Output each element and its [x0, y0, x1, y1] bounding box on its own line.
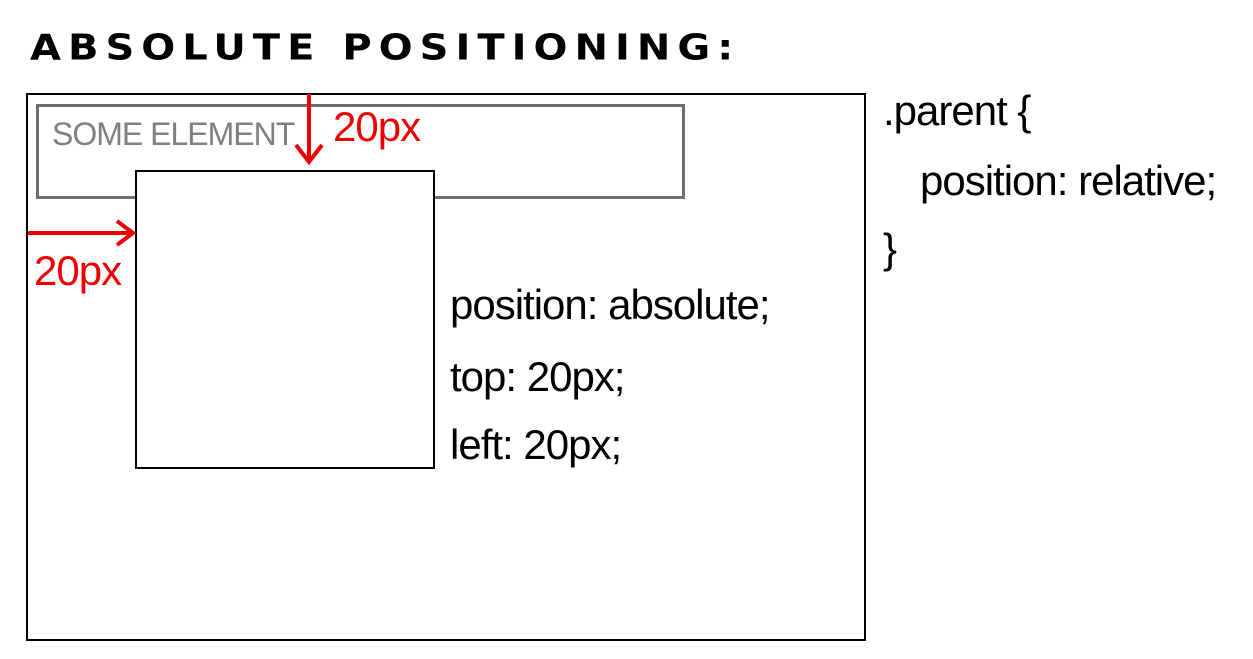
left-offset-label: 20px: [34, 247, 122, 294]
top-offset-arrow-icon: [294, 94, 324, 166]
diagram-title: ABSOLUTE POSITIONING:: [30, 27, 741, 69]
parent-css-close-brace: }: [883, 225, 897, 272]
top-offset-label: 20px: [333, 103, 421, 150]
child-css-position: position: absolute;: [450, 281, 771, 328]
child-css-top: top: 20px;: [450, 353, 625, 400]
parent-css-position: position: relative;: [920, 157, 1217, 204]
some-element-label: SOME ELEMENT: [52, 116, 295, 152]
parent-container-box: [26, 93, 866, 641]
absolute-child-box: [135, 170, 435, 469]
left-offset-arrow-icon: [28, 219, 137, 247]
child-css-left: left: 20px;: [450, 421, 622, 468]
parent-css-selector: .parent {: [883, 87, 1031, 134]
